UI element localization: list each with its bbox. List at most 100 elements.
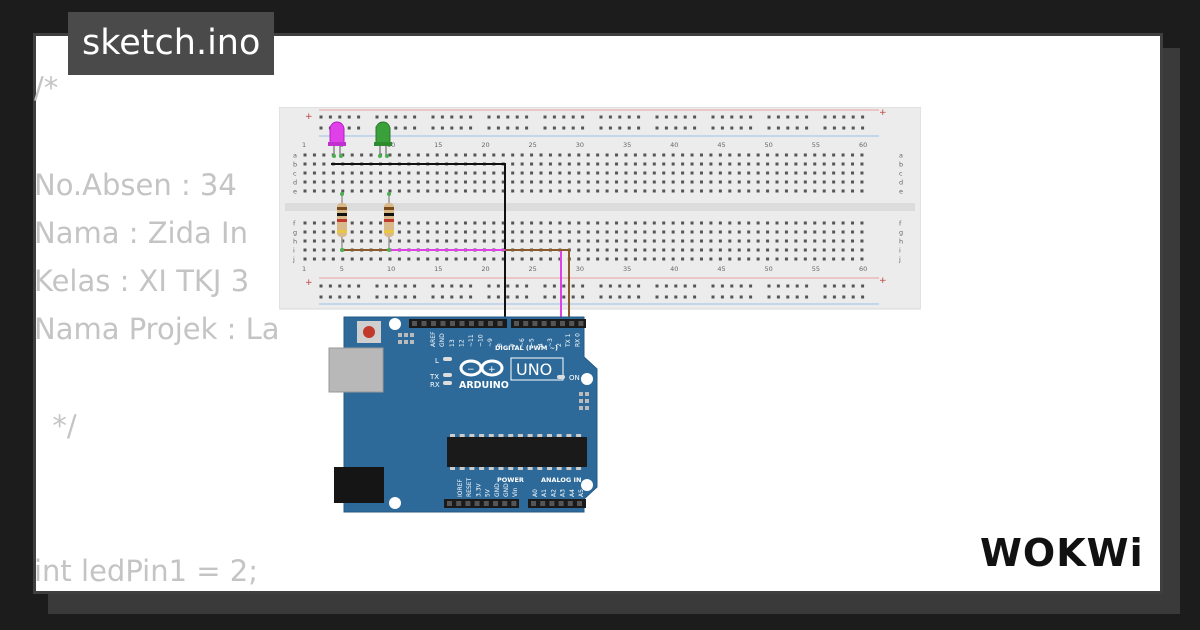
row-letter: h (899, 238, 903, 246)
column-number: 15 (434, 265, 442, 273)
column-number: 1 (302, 141, 306, 149)
pin-label: RESET (466, 477, 473, 497)
code-line (34, 112, 280, 160)
pin-label: GND (503, 483, 510, 497)
column-number: 25 (529, 265, 537, 273)
svg-text:−: − (467, 365, 475, 375)
pin-label: TX 1 (565, 333, 572, 348)
power-label: POWER (497, 476, 524, 484)
pin-label: Vin (512, 487, 519, 497)
row-letter: h (293, 238, 297, 246)
row-letter: a (293, 152, 297, 160)
column-number: 35 (623, 141, 631, 149)
led-pink[interactable] (328, 121, 346, 158)
row-letter: g (899, 229, 903, 237)
column-number: 30 (576, 141, 584, 149)
row-letter: f (899, 220, 902, 228)
pin-label: ~6 (519, 338, 526, 347)
pin-label: IOREF (457, 479, 464, 497)
atmega-chip (447, 437, 587, 467)
row-letter: i (899, 247, 901, 255)
arduino-infinity-logo: − + (459, 359, 504, 377)
circuit-simulation: + + + + 11551010151520202525303035354040… (279, 107, 921, 513)
code-line: Kelas : XI TKJ 3 (34, 264, 250, 299)
pin-label: GND (494, 483, 501, 497)
column-number: 20 (481, 265, 489, 273)
usb-port (328, 347, 384, 393)
pin-label: RX 0 (574, 333, 581, 347)
column-number: 40 (670, 265, 678, 273)
resistor-2[interactable] (384, 192, 394, 252)
pin-label: ~9 (487, 338, 494, 347)
pin-label: 8 (497, 343, 504, 347)
row-letter: d (899, 179, 903, 187)
code-line: Nama Projek : La (34, 312, 280, 347)
code-line: No.Absen : 34 (34, 167, 237, 202)
column-number: 60 (859, 265, 867, 273)
rail-plus-label-right: + (879, 108, 887, 118)
column-number: 50 (765, 265, 773, 273)
column-number: 25 (529, 141, 537, 149)
row-letter: e (899, 188, 903, 196)
column-number: 30 (576, 265, 584, 273)
rx-label: RX (430, 381, 440, 389)
pin-label: GND (439, 333, 446, 347)
row-letter: c (899, 170, 903, 178)
pin-label: ~10 (478, 334, 485, 347)
row-letter: b (899, 161, 903, 169)
pin-label: A2 (550, 489, 557, 497)
row-letter: c (293, 170, 297, 178)
code-line (34, 354, 280, 402)
svg-text:+: + (488, 365, 496, 375)
column-number: 15 (434, 141, 442, 149)
pin-label: 3.3V (475, 482, 482, 497)
led-green[interactable] (374, 121, 392, 158)
arduino-model: UNO (516, 360, 552, 379)
row-letter: d (293, 179, 297, 187)
rail-plus-label-bottom: + (305, 278, 313, 288)
code-line: */ (34, 409, 77, 444)
wokwi-logo-text: WOKWi (980, 531, 1144, 575)
pin-label: ~5 (528, 338, 535, 347)
column-number: 50 (765, 141, 773, 149)
breadboard-labels: 1155101015152020252530303535404045455050… (292, 141, 903, 273)
pin-label: ~3 (547, 338, 554, 347)
row-letter: j (898, 256, 901, 264)
on-label: ON (569, 374, 580, 382)
code-line (34, 450, 280, 498)
column-number: 35 (623, 265, 631, 273)
arduino-uno[interactable]: − + ARDUINO UNO DIGITAL (PWM ~) ON L TX … (328, 316, 598, 513)
pin-label: 5V (485, 488, 492, 497)
pin-label: A3 (560, 489, 567, 497)
row-letter: b (293, 161, 297, 169)
column-number: 45 (717, 141, 725, 149)
power-jack (334, 467, 384, 503)
pin-label: AREF (430, 331, 437, 347)
pin-label: 12 (459, 339, 466, 347)
column-number: 45 (717, 265, 725, 273)
pin-label: 4 (538, 343, 545, 347)
column-number: 40 (670, 141, 678, 149)
column-number: 5 (340, 265, 344, 273)
breadboard-center-channel (285, 203, 915, 211)
column-number: 20 (481, 141, 489, 149)
arduino-brand: ARDUINO (459, 380, 509, 391)
column-number: 10 (387, 265, 395, 273)
pin-label: A4 (569, 489, 576, 497)
pin-label: A5 (578, 489, 585, 497)
code-line (34, 499, 280, 547)
rail-plus-label: + (305, 112, 313, 122)
row-letter: g (293, 229, 297, 237)
rail-plus-label-bottom-right: + (879, 276, 887, 286)
resistor-1[interactable] (337, 192, 347, 252)
code-line: int ledPin1 = 2; (34, 553, 259, 588)
column-number: 55 (812, 265, 820, 273)
pin-label: 2 (556, 343, 563, 347)
column-number: 1 (302, 265, 306, 273)
l-label: L (435, 357, 439, 365)
row-letter: j (292, 256, 295, 264)
digital-label: DIGITAL (PWM ~) (495, 344, 558, 352)
pin-label: 13 (449, 339, 456, 347)
tx-label: TX (429, 373, 439, 381)
